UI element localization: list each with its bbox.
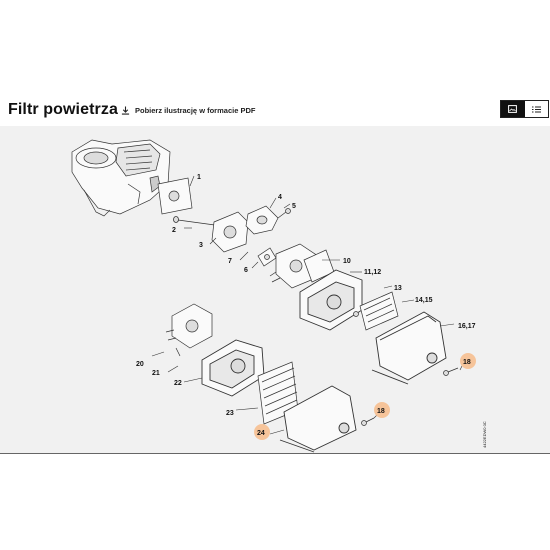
filter-cover-drawing (371, 311, 447, 385)
view-toggle (500, 100, 549, 118)
highlighted-part-18-lower[interactable]: 18 (374, 402, 390, 418)
holder-drawing (245, 205, 279, 235)
intake-flange-drawing (211, 211, 249, 253)
highlighted-part-24[interactable]: 24 (254, 424, 270, 440)
filter-cover-drawing-2 (279, 385, 357, 453)
part-label[interactable]: 22 (174, 380, 182, 387)
page-header: Filtr powietrza Pobierz ilustrację w for… (0, 96, 550, 126)
part-label[interactable]: 13 (394, 285, 402, 292)
divider-line (0, 453, 550, 454)
download-icon (121, 106, 130, 115)
part-label[interactable]: 4 (278, 194, 282, 201)
part-label[interactable]: 21 (152, 370, 160, 377)
part-label: 24 (257, 430, 265, 437)
diagram-code: 4422EDW0 0C (482, 421, 487, 448)
screw-drawing-3 (361, 417, 375, 426)
part-label: 18 (463, 359, 471, 366)
part-label[interactable]: 6 (244, 267, 248, 274)
leader-lines (151, 175, 463, 435)
list-view-button[interactable] (525, 101, 549, 117)
list-icon (531, 106, 541, 112)
part-label[interactable]: 3 (199, 242, 203, 249)
filter-base-drawing-2 (201, 339, 265, 397)
page-title: Filtr powietrza (8, 101, 118, 118)
part-label[interactable]: 16,17 (458, 323, 476, 330)
carburetor-drawing-2 (165, 303, 213, 357)
image-icon (508, 105, 518, 113)
part-label[interactable]: 11,12 (364, 269, 381, 276)
filter-element-drawing (353, 291, 399, 331)
gasket-drawing (157, 177, 193, 215)
screw-drawing-2 (443, 367, 459, 376)
part-label[interactable]: 5 (292, 203, 296, 210)
download-pdf-link[interactable]: Pobierz ilustrację w formacie PDF (121, 106, 255, 115)
part-label[interactable]: 23 (226, 410, 234, 417)
part-labels: 1 2 3 4 5 6 7 10 11,12 13 14,15 16,17 18… (136, 174, 487, 448)
part-label[interactable]: 20 (136, 361, 144, 368)
screw-drawing (277, 208, 291, 219)
part-label[interactable]: 1 (197, 174, 201, 181)
image-view-button[interactable] (501, 101, 525, 117)
part-label[interactable]: 2 (172, 227, 176, 234)
part-label[interactable]: 7 (228, 258, 232, 265)
gasket-drawing-2 (257, 247, 277, 267)
highlighted-part-18-right[interactable]: 18 (460, 353, 476, 369)
part-label: 18 (377, 408, 385, 415)
engine-block-drawing (71, 139, 171, 217)
carburetor-drawing (269, 243, 319, 289)
exploded-parts-diagram: 1 2 3 4 5 6 7 10 11,12 13 14,15 16,17 18… (0, 126, 550, 454)
part-label[interactable]: 10 (343, 258, 351, 265)
part-label[interactable]: 14,15 (415, 297, 433, 304)
filter-base-drawing (299, 269, 363, 331)
download-pdf-label: Pobierz ilustrację w formacie PDF (135, 106, 256, 115)
